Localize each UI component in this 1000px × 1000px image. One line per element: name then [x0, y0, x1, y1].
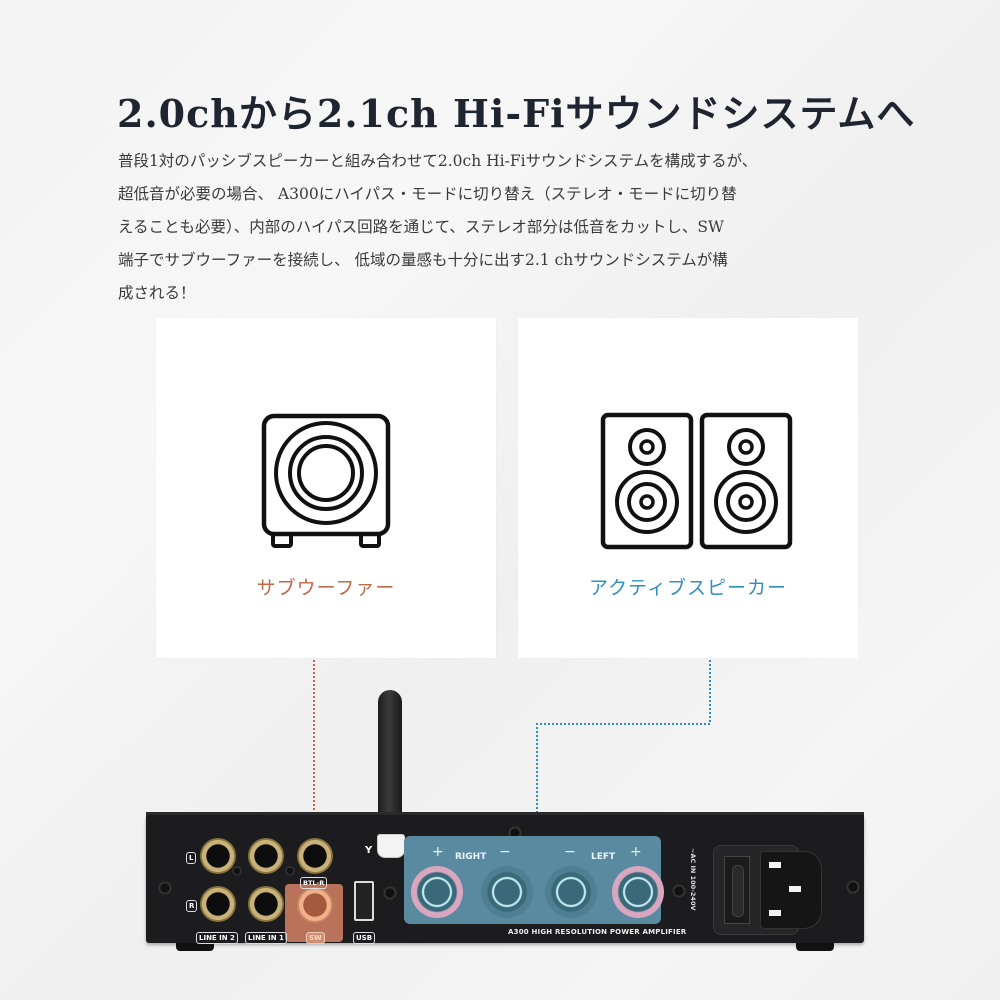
active-speaker-label: アクティブスピーカー: [589, 577, 787, 599]
left-plus-sign: +: [630, 844, 642, 860]
label-right: RIGHT: [455, 852, 487, 862]
screw: [383, 886, 397, 900]
rca-line-in-1-left[interactable]: [248, 838, 284, 874]
description-line: 普段1対のパッシブスピーカーと組み合わせて2.0ch Hi-Fiサウンドシステム…: [118, 152, 758, 170]
label-left: LEFT: [591, 852, 616, 862]
screw: [285, 866, 295, 876]
description-paragraph: 普段1対のパッシブスピーカーと組み合わせて2.0ch Hi-Fiサウンドシステム…: [118, 145, 898, 310]
page-title: 2.0chから2.1ch Hi-Fiサウンドシステムへ: [117, 91, 916, 137]
screw: [158, 881, 172, 895]
subwoofer-icon: [261, 413, 391, 548]
iec-power-inlet[interactable]: [760, 851, 822, 929]
subwoofer-label: サブウーファー: [256, 577, 396, 599]
description-line: 超低音が必要の場合、 A300にハイパス・モードに切り替え（ステレオ・モードに切…: [118, 185, 737, 203]
right-negative-terminal[interactable]: [481, 866, 533, 918]
subwoofer-card: サブウーファー: [156, 318, 496, 658]
right-positive-terminal[interactable]: [411, 866, 463, 918]
screw: [232, 866, 242, 876]
rca-line-in-2-left[interactable]: [200, 838, 236, 874]
amplifier-foot: [796, 943, 834, 951]
label-btl-r: BTL-R: [300, 877, 328, 889]
label-line-in-2: LINE IN 2: [196, 932, 238, 944]
label-sw: SW: [306, 932, 325, 944]
label-line-in-1: LINE IN 1: [245, 932, 287, 944]
left-positive-terminal[interactable]: [612, 866, 664, 918]
bookshelf-speakers-icon: [600, 412, 793, 550]
description-line: えることも必要）、内部のハイパス回路を通じて、ステレオ部分は低音をカットし、SW: [118, 218, 724, 236]
antenna: [378, 690, 402, 835]
ac-input-label: ~AC IN 100-240V: [689, 848, 697, 911]
usb-port[interactable]: [354, 881, 374, 921]
active-speaker-card: アクティブスピーカー: [518, 318, 858, 658]
amplifier-foot: [176, 943, 214, 951]
antenna-symbol: Y: [365, 845, 373, 856]
label-l: L: [186, 852, 197, 864]
rca-sw-output[interactable]: [297, 887, 333, 923]
screw: [846, 880, 860, 894]
rca-line-in-1-right[interactable]: [248, 886, 284, 922]
description-line: 端子でサブウーファーを接続し、 低域の量感も十分に出す2.1 chサウンドシステ…: [118, 251, 728, 269]
right-plus-sign: +: [432, 844, 444, 860]
description-line: 成される！: [118, 284, 196, 302]
label-r: R: [186, 900, 198, 912]
left-minus-sign: −: [564, 844, 576, 860]
power-switch[interactable]: [724, 856, 750, 924]
model-label: A300 HIGH RESOLUTION POWER AMPLIFIER: [508, 928, 687, 936]
antenna-connector: [377, 834, 405, 858]
rca-line-in-2-right[interactable]: [200, 886, 236, 922]
right-minus-sign: −: [499, 844, 511, 860]
left-negative-terminal[interactable]: [545, 866, 597, 918]
label-usb: USB: [353, 932, 376, 944]
rca-btl-r[interactable]: [297, 838, 333, 874]
screw: [672, 884, 686, 898]
